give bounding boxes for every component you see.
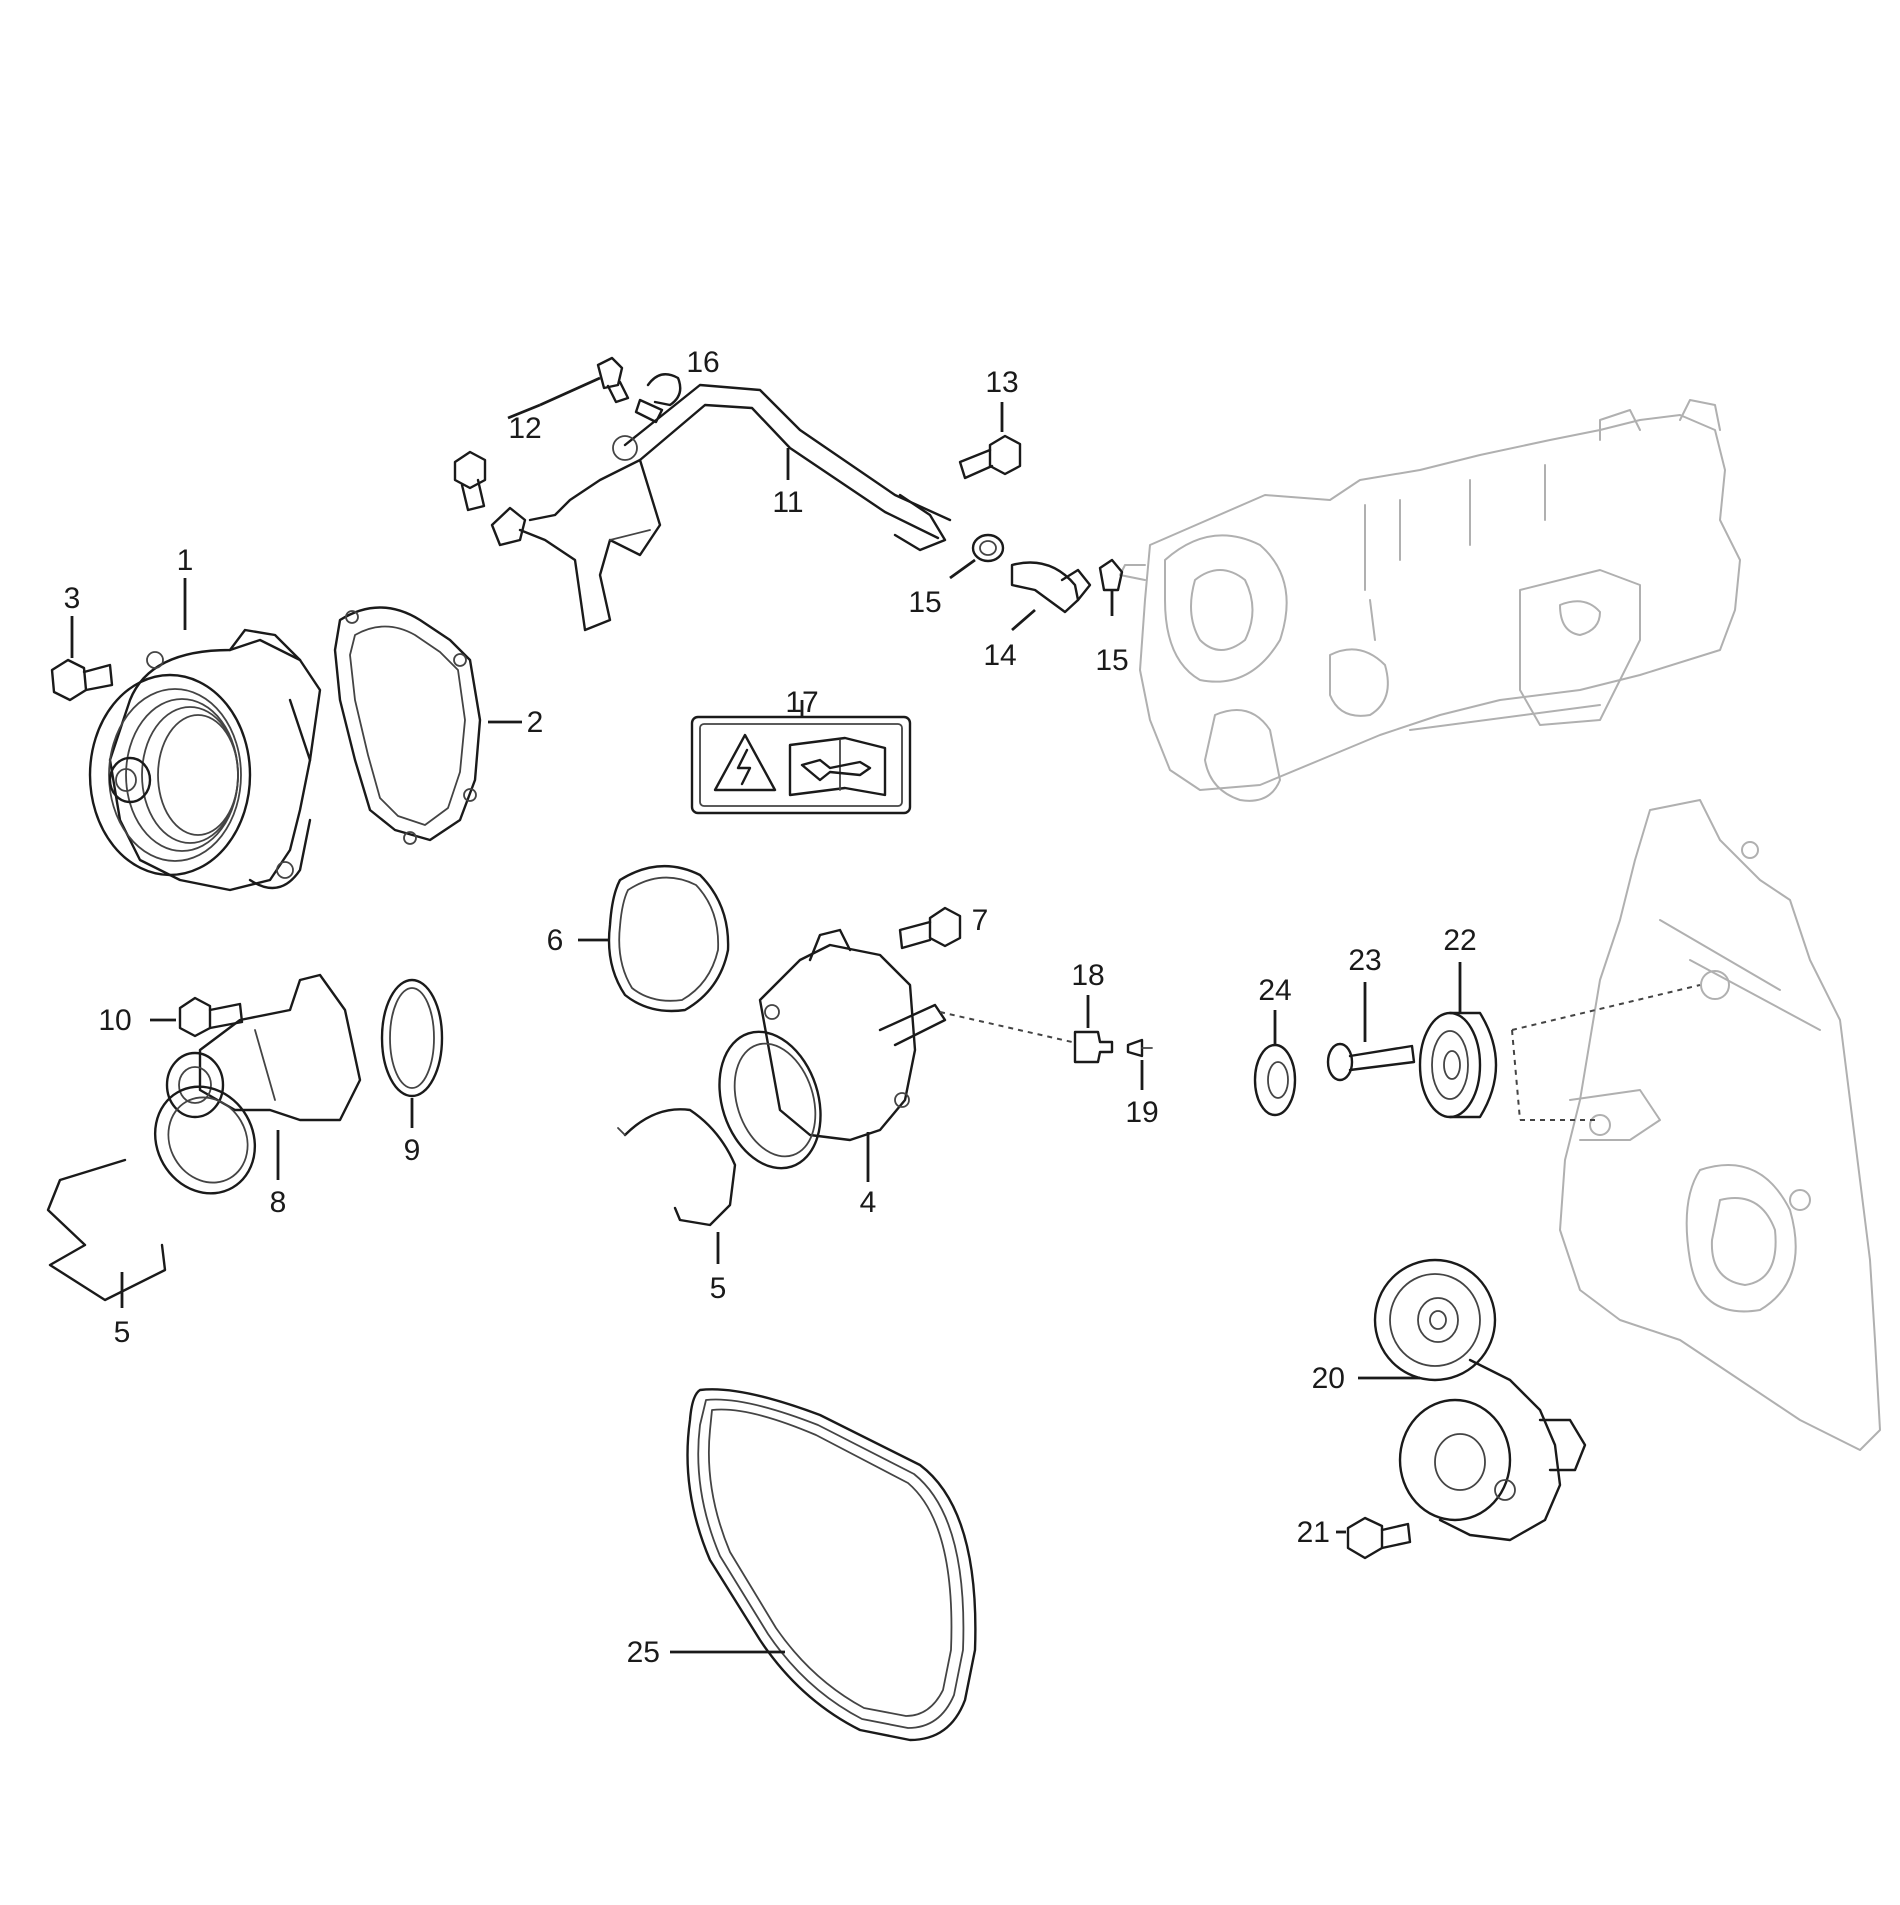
- leader-lines: [70, 376, 1462, 1654]
- callout-4: 4: [860, 1186, 877, 1219]
- bolt-13: [958, 434, 1022, 480]
- callout-5-center: 5: [710, 1272, 727, 1305]
- belt-tensioner-20: [1373, 1258, 1587, 1542]
- callout-1: 1: [177, 544, 194, 577]
- engine-block-ghost: [1119, 399, 1741, 802]
- callout-6: 6: [547, 924, 564, 957]
- water-pump-gasket: [333, 606, 482, 845]
- callout-16: 16: [686, 346, 719, 379]
- callout-labels: 1 2 3 4 5 5 6 7 8 9 10 11 12 13 14 15 15…: [64, 346, 1477, 1669]
- bolt-23: [1326, 1042, 1416, 1082]
- idler-pulley-22: [1418, 1011, 1498, 1119]
- callout-5-left: 5: [114, 1316, 131, 1349]
- high-voltage-warning-icon: [713, 733, 777, 792]
- callout-8: 8: [270, 1186, 287, 1219]
- callout-3: 3: [64, 582, 81, 615]
- bolt-12-top: [596, 356, 630, 404]
- callout-21: 21: [1297, 1516, 1330, 1549]
- coolant-pipe: [490, 383, 952, 632]
- callout-15-left: 15: [908, 586, 941, 619]
- warning-label-17: [690, 715, 912, 815]
- sensor-seal-19: [1126, 1038, 1153, 1058]
- assembly-lines: [939, 984, 1701, 1121]
- callout-12: 12: [508, 412, 541, 445]
- hose-clamp-15b: [1098, 558, 1124, 592]
- bolt-3: [50, 658, 114, 702]
- callout-17: 17: [785, 686, 818, 719]
- pipe-clip-16: [634, 373, 682, 424]
- callout-18: 18: [1071, 959, 1104, 992]
- callout-9: 9: [404, 1134, 421, 1167]
- service-manual-wrench-icon: [788, 736, 887, 797]
- callout-25: 25: [627, 1636, 660, 1669]
- hose-clamp-15a: [971, 533, 1005, 563]
- dust-cap-24: [1253, 1043, 1297, 1117]
- coolant-hose: [1010, 561, 1092, 614]
- thermostat-housing: [718, 928, 947, 1170]
- bolt-12-left: [453, 450, 487, 512]
- callout-24: 24: [1258, 974, 1291, 1007]
- temperature-sensor-18: [1073, 1030, 1114, 1064]
- bolt-7: [898, 906, 962, 950]
- callout-7: 7: [972, 904, 989, 937]
- callout-22: 22: [1443, 924, 1476, 957]
- seal-ring-6: [607, 865, 730, 1013]
- callout-23: 23: [1348, 944, 1381, 977]
- o-ring-9: [380, 978, 444, 1098]
- retaining-clip-left: [46, 1158, 167, 1302]
- bolt-21: [1346, 1516, 1412, 1560]
- callout-14: 14: [983, 639, 1016, 672]
- retaining-clip-center: [617, 1108, 737, 1227]
- timing-cover-ghost: [1559, 799, 1881, 1451]
- serpentine-belt-25: [686, 1388, 977, 1742]
- callout-11: 11: [772, 486, 803, 519]
- callout-2: 2: [527, 706, 544, 739]
- callout-15-right: 15: [1095, 644, 1128, 677]
- callout-19: 19: [1125, 1096, 1158, 1129]
- callout-10: 10: [98, 1004, 131, 1037]
- callout-13: 13: [985, 366, 1018, 399]
- callout-20: 20: [1312, 1362, 1345, 1395]
- coolant-flange: [153, 973, 362, 1195]
- water-pump: [88, 628, 322, 892]
- bolt-10: [178, 996, 244, 1038]
